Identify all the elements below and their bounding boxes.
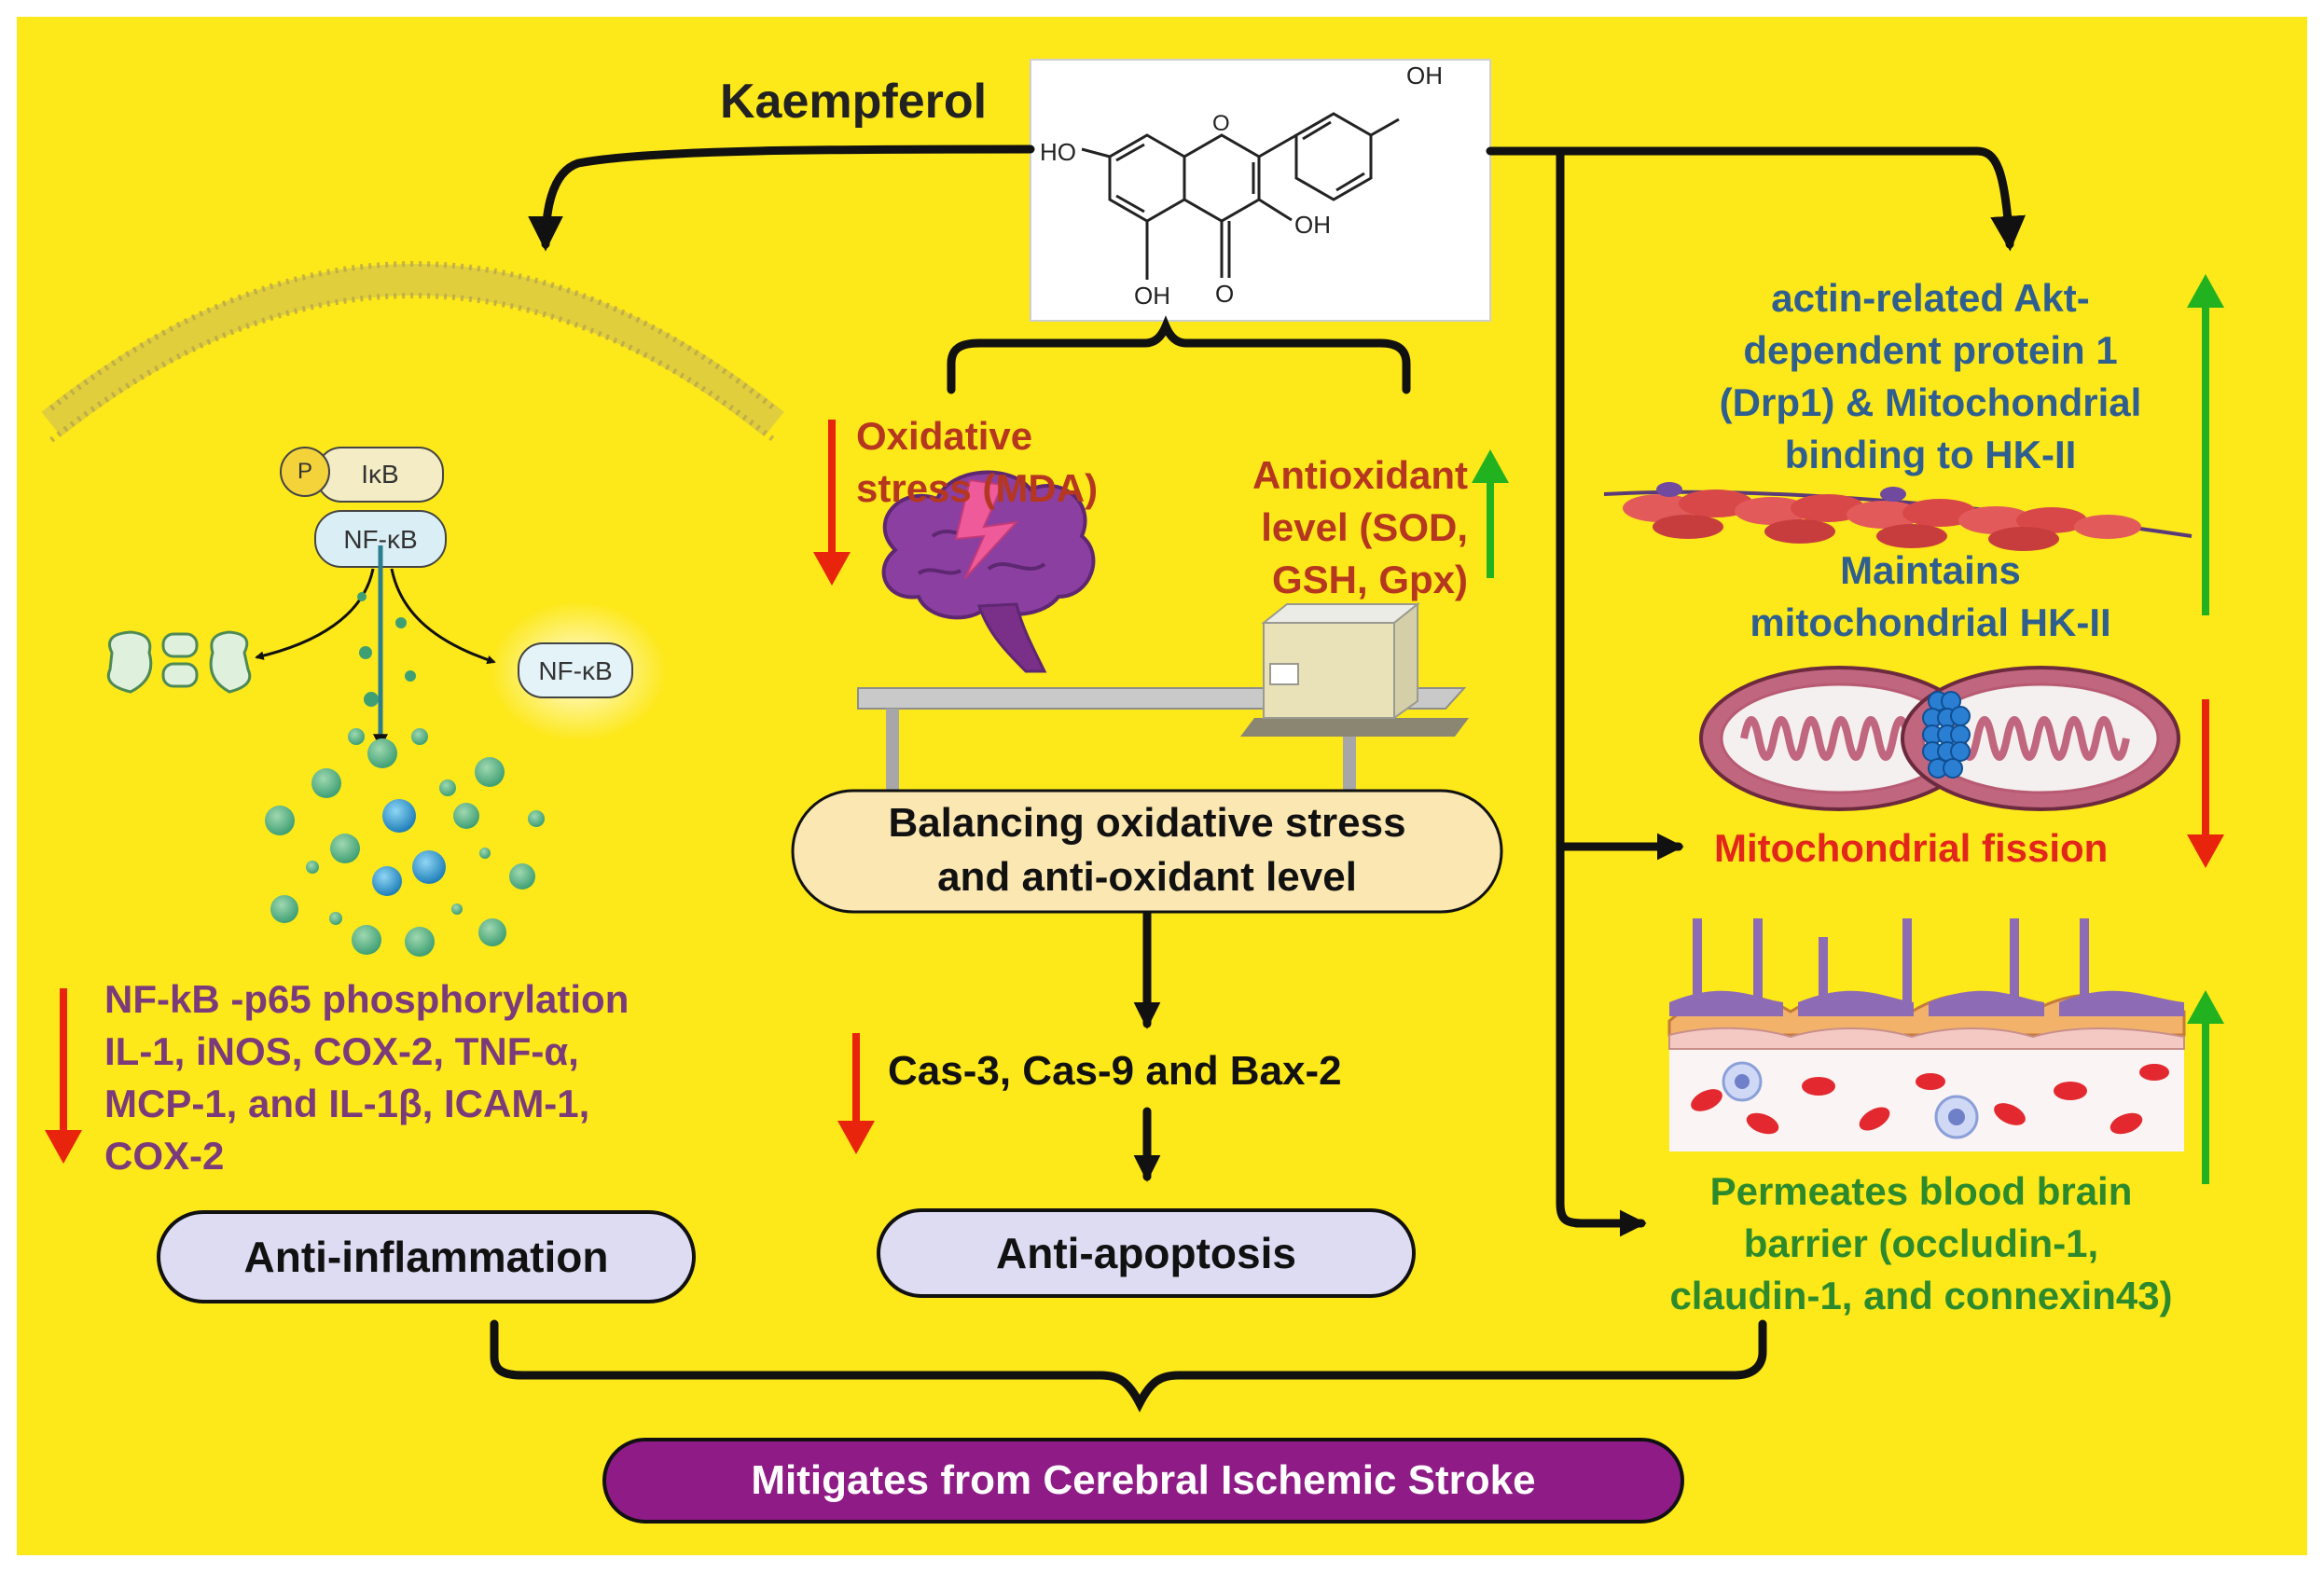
structure-brace bbox=[947, 315, 1411, 394]
drp1-line-4: binding to HK-II bbox=[1784, 433, 2077, 476]
arrow-to-inflammation bbox=[528, 145, 1035, 252]
down-arrow-oxidative bbox=[813, 420, 851, 586]
balance-line-1: Balancing oxidative stress bbox=[888, 800, 1406, 846]
blood-brain-barrier-illustration bbox=[1667, 918, 2186, 1151]
arrow-to-drp1 bbox=[1486, 146, 2027, 252]
hk2-line-2: mitochondrial HK-II bbox=[1750, 600, 2111, 644]
bbb-line-3: claudin-1, and connexin43) bbox=[1669, 1274, 2173, 1317]
bbb-line-1: Permeates blood brain bbox=[1709, 1169, 2133, 1213]
structure-ho-left: HO bbox=[1040, 138, 1076, 166]
down-arrow-fission bbox=[2187, 699, 2224, 868]
drp1-line-2: dependent protein 1 bbox=[1743, 328, 2118, 372]
nfkb-label: NF-κB bbox=[343, 525, 418, 554]
oxidative-stress-label: Oxidative stress (MDA) bbox=[856, 410, 1098, 515]
bbb-text: Permeates blood brain barrier (occludin-… bbox=[1641, 1165, 2201, 1322]
final-outcome-pill: Mitigates from Cerebral Ischemic Stroke bbox=[602, 1438, 1684, 1524]
effects-line-3: MCP-1, and IL-1β, ICAM-1, bbox=[104, 1082, 590, 1125]
branch-line-right bbox=[1556, 146, 1590, 1228]
effects-line-2: IL-1, iNOS, COX-2, TNF-α, bbox=[104, 1029, 579, 1073]
effects-line-4: COX-2 bbox=[104, 1134, 225, 1178]
kaempferol-structure bbox=[1030, 59, 1491, 322]
structure-ring-o: O bbox=[1212, 111, 1230, 136]
actin-filament-illustration bbox=[1603, 482, 2193, 551]
structure-oh-right: OH bbox=[1294, 211, 1331, 239]
anti-apoptosis-pill: Anti-apoptosis bbox=[877, 1208, 1416, 1298]
ikb-fragments bbox=[106, 630, 252, 694]
phospho-label: P bbox=[297, 459, 312, 484]
structure-oh-bottom: OH bbox=[1134, 282, 1170, 310]
down-arrow-caspase bbox=[837, 1033, 875, 1154]
free-nfkb-label: NF-κB bbox=[538, 656, 613, 685]
balance-pill bbox=[791, 789, 1503, 914]
ikb-label: IκB bbox=[361, 460, 399, 489]
drp1-line-3: (Drp1) & Mitochondrial bbox=[1719, 380, 2142, 424]
balance-text: Balancing oxidative stress and anti-oxid… bbox=[793, 796, 1501, 904]
effects-line-1: NF-kB -p65 phosphorylation bbox=[104, 977, 629, 1021]
free-nfkb bbox=[490, 601, 667, 741]
nfkb-complex bbox=[255, 447, 496, 750]
drp1-line-1: actin-related Akt- bbox=[1771, 276, 2090, 320]
caspase-text: Cas-3, Cas-9 and Bax-2 bbox=[888, 1048, 1342, 1094]
down-arrow-inflammation bbox=[45, 988, 82, 1164]
brain-icon bbox=[881, 470, 1096, 673]
oxidative-line-1: Oxidative bbox=[856, 414, 1033, 458]
cell-membrane bbox=[41, 261, 784, 443]
up-arrow-drp1 bbox=[2187, 274, 2224, 615]
antioxidant-line-3: GSH, Gpx) bbox=[1271, 558, 1468, 601]
cytokine-particles bbox=[265, 592, 545, 957]
mitochondria-illustration bbox=[1699, 666, 2180, 811]
drp1-text: actin-related Akt- dependent protein 1 (… bbox=[1669, 272, 2192, 481]
hk2-line-1: Maintains bbox=[1840, 548, 2021, 592]
hk2-text: Maintains mitochondrial HK-II bbox=[1669, 545, 2192, 649]
structure-oh-top: OH bbox=[1406, 62, 1443, 90]
antioxidant-label: Antioxidant level (SOD, GSH, Gpx) bbox=[1218, 449, 1468, 606]
compound-title: Kaempferol bbox=[720, 75, 988, 129]
antioxidant-line-1: Antioxidant bbox=[1252, 453, 1468, 497]
up-arrow-antioxidant bbox=[1472, 449, 1509, 578]
bbb-line-2: barrier (occludin-1, bbox=[1743, 1221, 2099, 1265]
oxidative-line-2: stress (MDA) bbox=[856, 466, 1099, 510]
structure-carbonyl-o: O bbox=[1215, 280, 1235, 308]
up-arrow-bbb bbox=[2187, 990, 2224, 1184]
inflammation-effects: NF-kB -p65 phosphorylation IL-1, iNOS, C… bbox=[104, 973, 629, 1182]
bottom-brace bbox=[490, 1319, 1767, 1413]
balance-line-2: and anti-oxidant level bbox=[937, 854, 1357, 900]
lab-bench bbox=[857, 601, 1469, 791]
anti-inflammation-pill: Anti-inflammation bbox=[157, 1210, 696, 1303]
antioxidant-line-2: level (SOD, bbox=[1261, 505, 1468, 549]
fission-text: Mitochondrial fission bbox=[1714, 826, 2109, 870]
